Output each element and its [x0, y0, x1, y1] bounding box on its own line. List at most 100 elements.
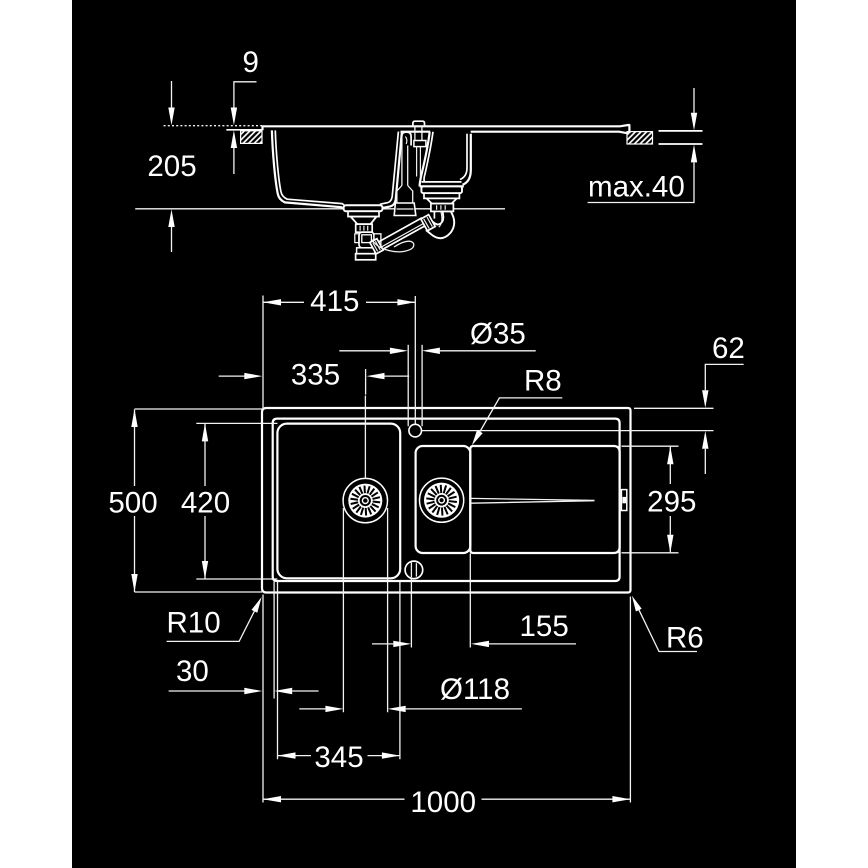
dimension-arrowhead — [381, 752, 400, 759]
dim-depth-label: 205 — [147, 150, 196, 183]
dimension-arrowhead — [263, 796, 281, 803]
dimension-line — [704, 363, 744, 391]
dim-counter-thickness: max.40 — [587, 88, 698, 204]
strainer-ray — [431, 505, 439, 514]
dim-rim-height-label: 9 — [243, 46, 259, 79]
main-strainer-center — [359, 495, 371, 507]
overflow-funnel — [396, 185, 414, 203]
main-drain-strainer — [342, 477, 389, 524]
dimension-arrowhead — [201, 423, 209, 442]
dim-drain-hole-label: Ø118 — [440, 673, 510, 706]
small-drain-nut — [430, 202, 455, 213]
dim-drainer-width-label: 295 — [647, 486, 696, 519]
small-bowl-inner-right — [459, 133, 468, 181]
counter-hatch-right — [626, 131, 654, 145]
strainer-ray — [352, 503, 360, 510]
dim-rim-height-arrow-up — [230, 130, 238, 148]
dimension-arrowhead — [421, 347, 440, 354]
dimension-line — [166, 606, 258, 643]
dimension-arrowhead — [366, 372, 385, 380]
dim-overall-length: 1000 — [263, 786, 631, 819]
main-drain-bracket — [354, 233, 360, 244]
strainer-ray — [369, 505, 377, 513]
tap-hole — [408, 423, 423, 438]
dimension-arrowhead — [263, 299, 281, 306]
strainer-ray — [370, 491, 379, 498]
drainer-outline — [469, 444, 621, 555]
small-drain-flange — [420, 185, 463, 195]
label-r6: R6 — [666, 622, 704, 655]
dim-bowl-width-label: 420 — [181, 487, 230, 520]
dim-rim-width-label: 30 — [176, 655, 209, 688]
dimension-arrowhead — [244, 372, 263, 380]
dim-overall-width: 500 — [108, 409, 158, 592]
overflow-hole — [404, 560, 424, 580]
small-bowl-inner-left — [423, 131, 434, 183]
dim-tap-from-left: 415 — [263, 285, 416, 318]
sink-rim-inner-outline — [271, 417, 621, 583]
drainer-surface-line — [470, 130, 630, 135]
dimension-arrowhead — [131, 409, 138, 427]
dimension-arrowhead — [667, 446, 674, 465]
dim-bowl-length: 345 — [277, 741, 400, 774]
strainer-ray — [359, 507, 365, 516]
strainer-ray — [442, 485, 448, 494]
small-strainer-hole — [438, 496, 446, 504]
strainer-ray — [434, 485, 440, 494]
main-drain-tail-end — [354, 252, 377, 261]
label-r10: R10 — [167, 607, 221, 640]
strainer-ray — [350, 497, 359, 501]
dim-tap-hole-diameter: Ø35 — [339, 318, 536, 354]
dim-depth-arrow-up — [168, 209, 175, 227]
waste-pipe-lower-edge — [380, 224, 427, 251]
drain-control-knob — [412, 120, 426, 127]
strainer-ray — [448, 500, 458, 504]
dim-tap-from-left-label: 415 — [310, 285, 359, 318]
strainer-ray — [447, 502, 456, 509]
dimension-arrowhead — [471, 429, 483, 446]
main-drain-flange — [342, 204, 384, 213]
drainer-groove — [470, 497, 595, 504]
strainer-ray — [426, 500, 435, 505]
strainer-ray — [358, 486, 364, 495]
strainer-ray — [367, 507, 373, 515]
dimension-arrowhead — [667, 534, 674, 553]
main-bowl-outline — [276, 422, 402, 580]
rim-slot-center — [622, 496, 626, 504]
dim-drain-from-left: 335 — [218, 359, 410, 392]
small-drain-elbow-inner — [438, 211, 443, 228]
main-bowl-inner-right — [379, 131, 400, 206]
strainer-ray — [371, 503, 380, 509]
dim-depth-arrow-down — [168, 107, 175, 126]
strainer-ray — [445, 487, 452, 496]
label-corner-radius-right: R6 — [631, 595, 704, 655]
plan-view: 500 420 295 415 — [108, 285, 744, 819]
label-drainer-corner-radius: R8 — [471, 365, 563, 446]
small-strainer-burst — [426, 484, 458, 516]
dim-installation-depth: 205 — [147, 81, 197, 252]
dim-counter-leader — [587, 162, 695, 204]
strainer-ray — [351, 492, 360, 499]
dimension-arrowhead — [702, 430, 709, 449]
small-bowl-outer-right — [462, 133, 472, 186]
strainer-ray — [355, 505, 362, 514]
dimension-arrowhead — [131, 574, 138, 592]
dim-bowl-length-label: 345 — [314, 741, 363, 774]
strainer-ray — [426, 497, 435, 501]
dim-overall-width-label: 500 — [108, 487, 157, 520]
main-drain-nut-ticks — [359, 225, 369, 231]
dim-rim-width: 30 — [168, 655, 319, 695]
dim-overflow-to-half-bowl: 155 — [372, 610, 576, 648]
waste-pipe-collar-ticks — [423, 216, 433, 229]
strainer-ray — [372, 500, 381, 504]
strainer-ray — [448, 495, 457, 500]
main-drain-housing-inner — [361, 234, 373, 244]
small-strainer-outer-ring — [418, 477, 465, 524]
main-strainer-burst — [350, 485, 381, 516]
dimension-arrowhead — [325, 705, 344, 713]
dim-overall-length-label: 1000 — [410, 786, 476, 819]
counter-hatch-left — [240, 130, 263, 145]
dim-counter-arrow-down — [690, 112, 698, 131]
dim-counter-arrow-up — [690, 144, 698, 163]
